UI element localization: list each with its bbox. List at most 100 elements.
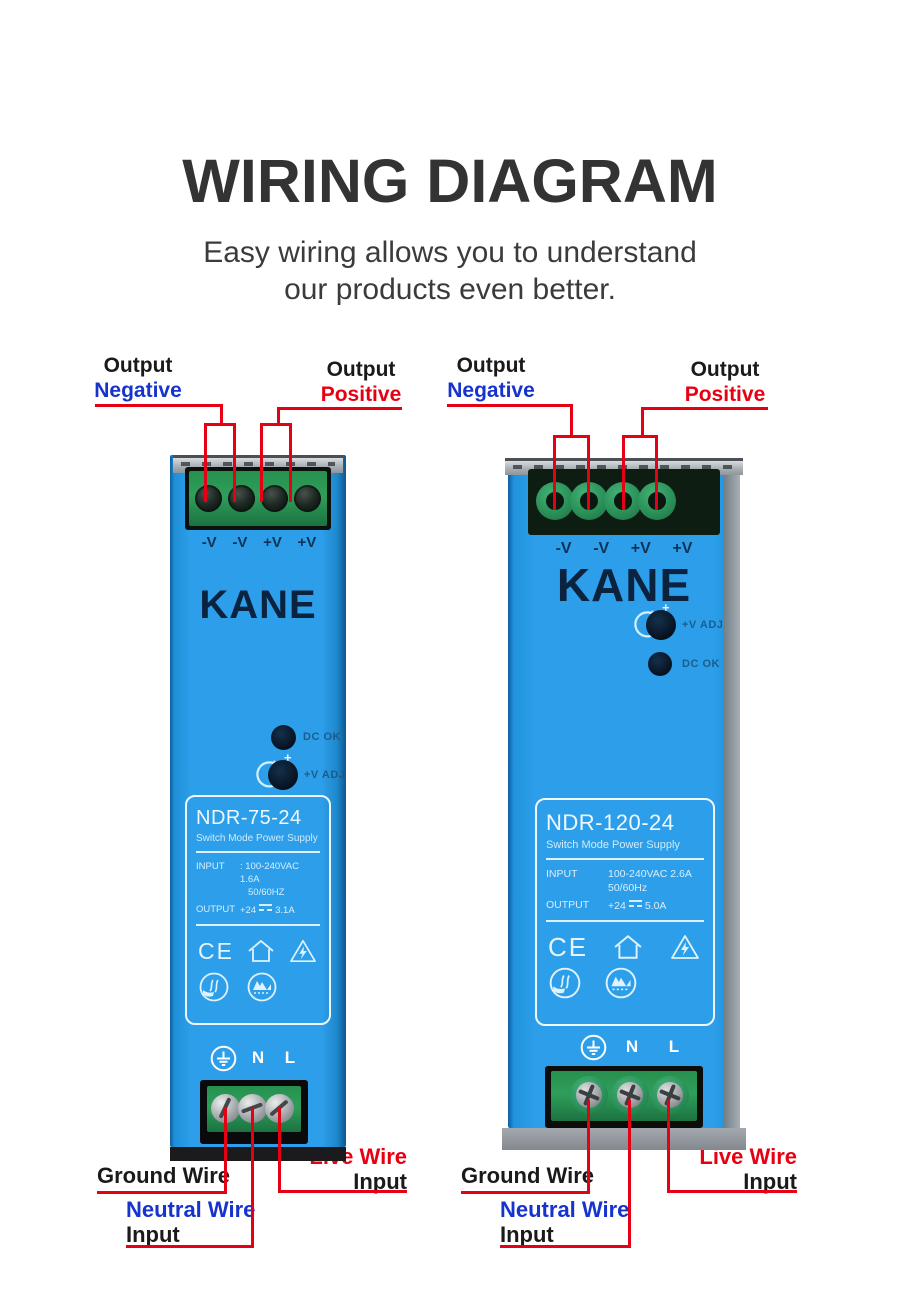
callout-ground-wire-right: Ground Wire xyxy=(461,1163,595,1188)
brand-logo: KANE xyxy=(556,559,692,611)
neutral-terminal-label: N xyxy=(625,1037,639,1056)
callout-output-negative-right: Output Negative xyxy=(447,354,535,402)
callout-neutral-wire-left: Neutral Wire Input xyxy=(126,1197,256,1247)
callout-line xyxy=(126,1245,254,1248)
callout-line xyxy=(655,435,658,510)
ground-icon xyxy=(210,1045,237,1072)
divider xyxy=(546,858,704,860)
input-terminal-block xyxy=(207,1086,301,1132)
callout-ground-wire-left: Ground Wire xyxy=(97,1163,231,1188)
indoor-use-icon xyxy=(248,940,274,962)
callout-line xyxy=(500,1245,631,1248)
certification-icons-row: CE xyxy=(546,929,704,965)
subtitle-line-1: Easy wiring allows you to understand xyxy=(203,236,697,269)
input-terminal-recess xyxy=(545,1066,703,1128)
output-label: OUTPUT xyxy=(546,899,590,911)
input-value: 100-240VAC 2.6A 50/60Hz xyxy=(608,867,692,895)
output-terminal-labels: -V -V +V +V xyxy=(186,534,332,551)
wave-rating-icon xyxy=(199,972,229,1002)
subtitle-line-2: our products even better. xyxy=(284,273,616,306)
ce-mark: CE xyxy=(548,931,589,962)
terminal-label: +V xyxy=(630,540,651,557)
dc-ok-label: DC OK xyxy=(303,731,341,743)
dc-ok-led xyxy=(648,652,672,676)
high-voltage-icon xyxy=(671,935,699,959)
callout-line xyxy=(224,1108,227,1194)
indoor-use-icon xyxy=(614,935,642,959)
model-number: NDR-75-24 xyxy=(196,807,302,829)
certification-icons-row: CE xyxy=(196,933,320,969)
rating-icons-row xyxy=(196,969,320,1005)
altitude-rating-icon xyxy=(247,972,277,1002)
altitude-rating-icon xyxy=(605,967,637,999)
callout-line xyxy=(628,1100,631,1248)
input-rating: 100-240VAC 2.6A xyxy=(608,868,692,880)
output-spec-row: OUTPUT +24 5.0A xyxy=(546,899,704,913)
v-adj-label: +V ADJ xyxy=(304,769,346,781)
terminal-label: +V xyxy=(297,534,317,551)
dc-ok-led xyxy=(271,725,296,750)
callout-output-positive-right: Output Positive xyxy=(684,358,766,406)
callout-output-negative-left: Output Negative xyxy=(94,354,182,402)
live-terminal-label: L xyxy=(284,1048,296,1067)
callout-line xyxy=(667,1190,797,1193)
adjust-plus-mark: + xyxy=(662,600,670,615)
callout-line xyxy=(260,423,292,426)
terminal-hole xyxy=(228,485,255,512)
callout-line xyxy=(278,1190,407,1193)
terminal-label: -V xyxy=(555,540,572,557)
terminal-label: +V xyxy=(672,540,693,557)
input-spec-row: INPUT 100-240VAC 2.6A 50/60Hz xyxy=(546,867,704,895)
terminal-label: +V xyxy=(263,534,282,551)
input-terminal-recess xyxy=(200,1080,308,1144)
ground-terminal-screw xyxy=(570,1076,608,1114)
neutral-terminal-label: N xyxy=(251,1048,265,1067)
output-voltage: +24 xyxy=(608,900,626,912)
dc-ok-label: DC OK xyxy=(682,658,720,670)
terminal-label: -V xyxy=(201,534,217,551)
device-base xyxy=(170,1147,346,1161)
callout-line xyxy=(204,423,236,426)
output-terminal-recess xyxy=(185,467,331,530)
output-value: +24 3.1A xyxy=(240,903,295,917)
callout-line xyxy=(204,423,207,502)
device-body xyxy=(508,458,740,1128)
model-type: Switch Mode Power Supply xyxy=(546,839,680,851)
callout-line xyxy=(622,435,658,438)
input-label: INPUT xyxy=(546,868,578,880)
output-spec-row: OUTPUT +24 3.1A xyxy=(196,903,320,917)
page-subtitle: Easy wiring allows you to understand our… xyxy=(0,234,900,308)
output-current: 5.0A xyxy=(644,900,667,912)
output-current: 3.1A xyxy=(275,905,295,916)
live-terminal-label: L xyxy=(668,1037,680,1056)
callout-line xyxy=(461,1191,590,1194)
terminal-hole xyxy=(294,485,321,512)
device-ndr-75-24: -V -V +V +V KANE DC OK + +V ADJ NDR-75-2… xyxy=(170,455,346,1161)
wave-rating-icon xyxy=(549,967,581,999)
spec-plate: NDR-75-24 Switch Mode Power Supply INPUT… xyxy=(185,795,331,1025)
model-type: Switch Mode Power Supply xyxy=(196,833,318,844)
callout-line xyxy=(97,1191,227,1194)
output-label: OUTPUT xyxy=(196,904,236,915)
v-adj-label: +V ADJ xyxy=(682,619,724,631)
callout-line xyxy=(95,404,223,407)
callout-line xyxy=(553,435,556,510)
callout-neutral-wire-right: Neutral Wire Input xyxy=(500,1197,630,1247)
terminal-label: -V xyxy=(232,534,248,551)
divider xyxy=(546,920,704,922)
cap-vents xyxy=(181,462,335,466)
callout-line xyxy=(622,435,625,510)
callout-line xyxy=(260,423,263,502)
callout-line xyxy=(587,1100,590,1194)
dc-symbol-icon xyxy=(259,904,273,914)
callout-output-positive-left: Output Positive xyxy=(320,358,402,406)
input-spec-row: INPUT : 100-240VAC 1.6A 50/60HZ xyxy=(196,860,320,899)
dc-symbol-icon xyxy=(628,900,642,910)
ground-icon xyxy=(580,1034,607,1061)
voltage-adjust-knob xyxy=(268,760,298,790)
ce-mark: CE xyxy=(198,937,234,964)
output-voltage: +24 xyxy=(240,905,257,916)
device-base xyxy=(502,1128,746,1150)
rating-icons-row xyxy=(546,965,704,1001)
